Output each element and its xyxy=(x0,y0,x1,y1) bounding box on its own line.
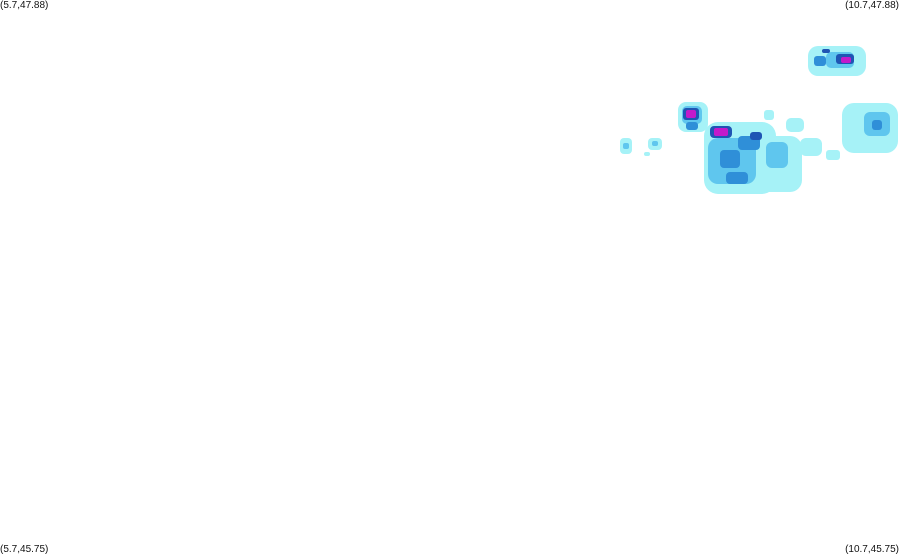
corner-coordinate-top-left: (5.7,47.88) xyxy=(0,0,49,11)
corner-coordinate-bottom-right: (10.7,45.75) xyxy=(845,544,899,555)
corner-coordinate-top-right: (10.7,47.88) xyxy=(845,0,899,11)
precip-cell-west xyxy=(620,138,662,156)
precip-cell-east xyxy=(826,103,898,160)
precip-cell-northeast xyxy=(808,46,866,76)
precip-cell-main xyxy=(704,110,822,194)
corner-coordinate-bottom-left: (5.7,45.75) xyxy=(0,544,49,555)
precip-cell-north xyxy=(678,102,708,132)
